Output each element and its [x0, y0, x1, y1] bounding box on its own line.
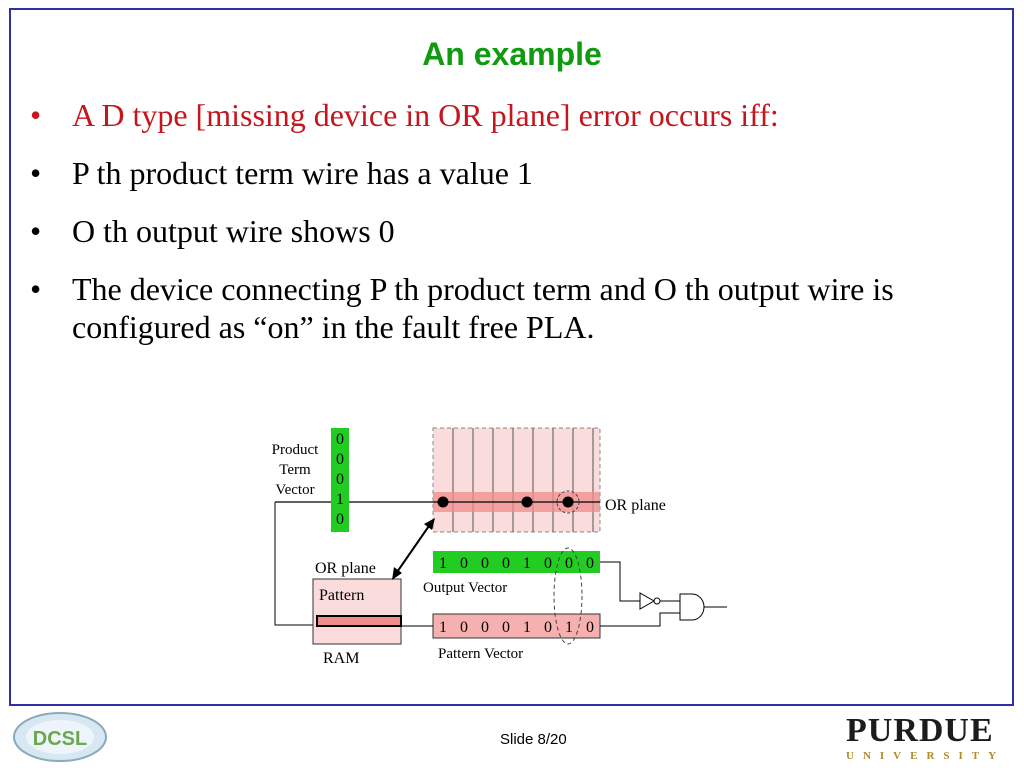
or-plane-region — [432, 427, 601, 533]
purdue-subtitle: UNIVERSITY — [846, 750, 1006, 762]
output-vector-label: Output Vector — [423, 580, 507, 596]
bullet-item: • P th product term wire has a value 1 — [30, 154, 1000, 192]
product-term-label: Vector — [275, 482, 314, 498]
ram-pattern-slot — [316, 615, 402, 627]
pattern-bit: 1 — [439, 619, 447, 636]
ram-top-label: OR plane — [315, 560, 376, 577]
pla-diagram: OR plane Product Term Vector 0 0 0 1 0 O… — [272, 427, 727, 667]
fault-marker — [556, 490, 580, 514]
output-bit: 1 — [439, 555, 447, 572]
compare-wire — [600, 612, 680, 627]
output-bit: 0 — [460, 555, 468, 572]
bullet-marker: • — [30, 271, 42, 307]
slide-title: An example — [422, 36, 602, 72]
device-dot — [521, 496, 533, 508]
bullet-marker: • — [30, 155, 42, 191]
feed-wire — [274, 502, 315, 626]
output-vector — [433, 551, 600, 573]
product-term-bit: 0 — [336, 511, 344, 528]
purdue-logo: PURDUE UNIVERSITY — [846, 712, 1005, 762]
pattern-vector-label: Pattern Vector — [438, 646, 523, 662]
output-bit: 1 — [523, 555, 531, 572]
product-term-bit: 0 — [336, 431, 344, 448]
pattern-bit: 0 — [460, 619, 468, 636]
pattern-bit: 0 — [544, 619, 552, 636]
bullet-item: • O th output wire shows 0 — [30, 212, 1000, 250]
bullet-text: P th product term wire has a value 1 — [72, 155, 533, 191]
output-bit: 0 — [481, 555, 489, 572]
pattern-bit: 0 — [481, 619, 489, 636]
product-term-bit: 1 — [336, 491, 344, 508]
double-arrow — [394, 522, 432, 576]
and-gate — [679, 593, 705, 621]
bullet-text: The device connecting P th product term … — [72, 271, 894, 345]
or-plane-columns — [452, 428, 594, 532]
pattern-bit: 1 — [565, 619, 573, 636]
output-bit: 0 — [544, 555, 552, 572]
product-term-bit: 0 — [336, 471, 344, 488]
bullet-text: A D type [missing device in OR plane] er… — [72, 97, 779, 133]
svg-text:DCSL: DCSL — [33, 728, 87, 750]
arrow-head — [424, 518, 435, 530]
slide-frame — [9, 8, 1014, 706]
pattern-bit: 1 — [523, 619, 531, 636]
pattern-bit: 0 — [502, 619, 510, 636]
bullet-item: • A D type [missing device in OR plane] e… — [30, 96, 1000, 134]
arrow-head — [392, 567, 402, 580]
bullet-marker: • — [30, 213, 42, 249]
output-bit: 0 — [502, 555, 510, 572]
bullet-text: O th output wire shows 0 — [72, 213, 395, 249]
or-plane-label: OR plane — [605, 497, 666, 514]
product-term-label: Term — [279, 462, 311, 478]
output-bit: 0 — [565, 555, 573, 572]
product-term-bit: 0 — [336, 451, 344, 468]
ram-pattern-label: Pattern — [319, 587, 364, 604]
bullet-marker: • — [30, 97, 42, 133]
device-dot — [437, 496, 449, 508]
bullet-list: • A D type [missing device in OR plane] e… — [30, 96, 1000, 366]
dcsl-logo: DCSL — [13, 712, 107, 762]
compare-wire — [600, 561, 640, 602]
ram-block — [312, 578, 402, 645]
inverter-bubble — [653, 597, 661, 605]
device-dot — [562, 496, 574, 508]
pattern-bit: 0 — [586, 619, 594, 636]
output-bit: 0 — [586, 555, 594, 572]
slide-number: Slide 8/20 — [500, 731, 567, 748]
product-term-label: Product — [272, 442, 319, 458]
pattern-vector — [432, 613, 601, 639]
product-term-vector — [331, 428, 349, 532]
bullet-item: • The device connecting P th product term… — [30, 270, 1000, 346]
purdue-wordmark: PURDUE — [846, 712, 994, 749]
fault-column-ellipse — [553, 547, 583, 645]
ram-label: RAM — [323, 650, 359, 667]
inverter-gate — [639, 592, 656, 610]
